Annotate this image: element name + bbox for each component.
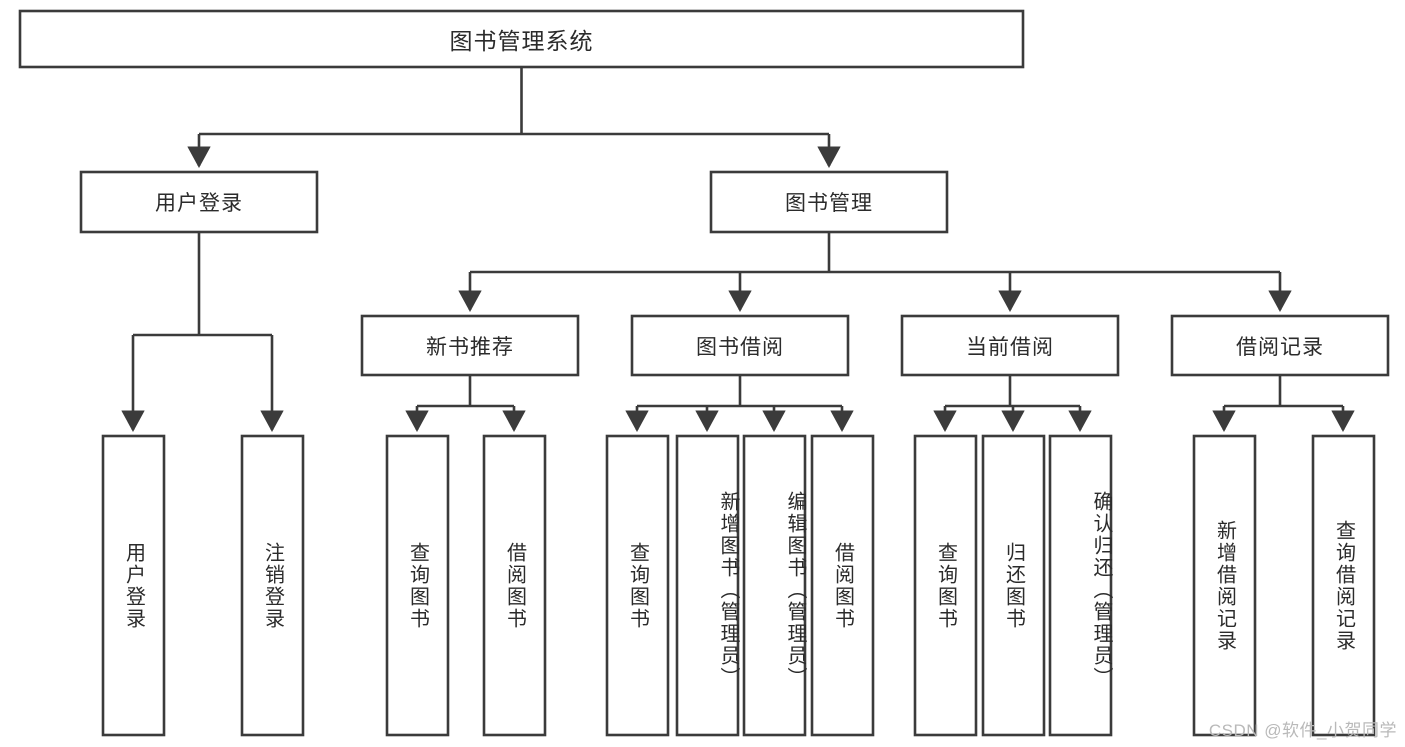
node-box-leaf-bb-query[interactable] (605, 434, 670, 737)
node-box-leaf-br-query[interactable] (1311, 434, 1376, 737)
node-box-book-borrow[interactable] (630, 314, 850, 377)
node-box-leaf-user-logout[interactable] (240, 434, 305, 737)
node-box-leaf-nb-borrow[interactable] (482, 434, 547, 737)
node-box-book-manage[interactable] (709, 170, 949, 234)
node-box-leaf-bb-add[interactable] (675, 434, 740, 737)
node-box-leaf-cb-return[interactable] (981, 434, 1046, 737)
node-box-leaf-user-login[interactable] (101, 434, 166, 737)
node-box-leaf-cb-query[interactable] (913, 434, 978, 737)
node-box-leaf-br-add[interactable] (1192, 434, 1257, 737)
node-box-leaf-bb-edit[interactable] (742, 434, 807, 737)
node-box-leaf-nb-query[interactable] (385, 434, 450, 737)
node-box-user-login[interactable] (79, 170, 319, 234)
node-box-new-book[interactable] (360, 314, 580, 377)
node-box-leaf-cb-confirm[interactable] (1048, 434, 1113, 737)
node-box-borrow-record[interactable] (1170, 314, 1390, 377)
node-box-current-borrow[interactable] (900, 314, 1120, 377)
node-box-leaf-bb-borrow[interactable] (810, 434, 875, 737)
node-box-root[interactable] (18, 9, 1025, 69)
